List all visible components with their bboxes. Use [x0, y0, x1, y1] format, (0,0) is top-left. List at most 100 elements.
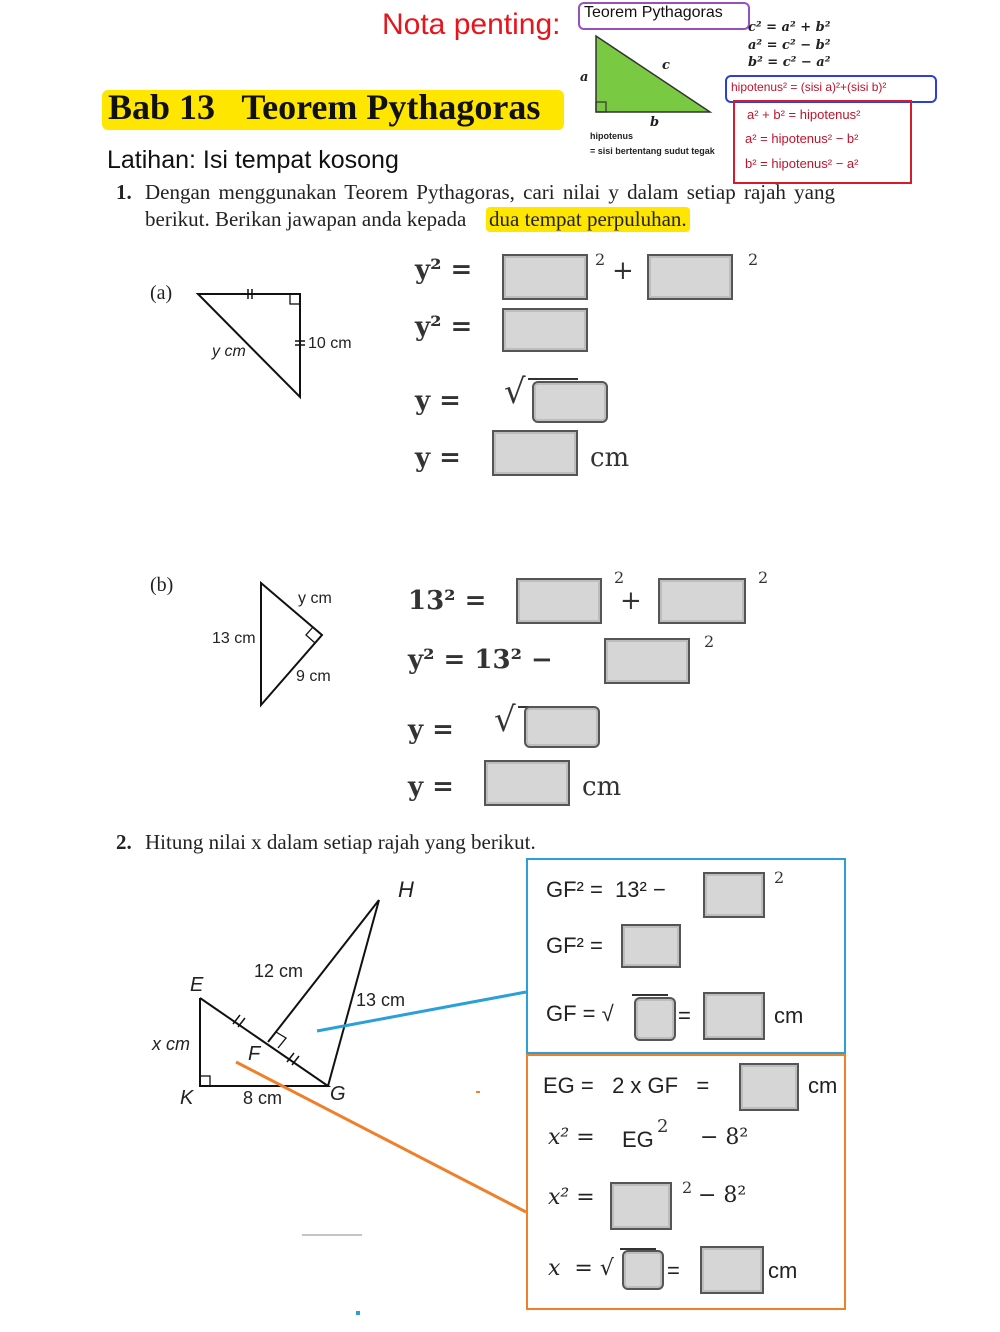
- q2-label-k: K: [180, 1087, 194, 1109]
- part-b-input-4[interactable]: [524, 706, 600, 748]
- part-b-label: (b): [150, 574, 174, 596]
- nota-label: Nota penting:: [382, 8, 561, 41]
- green-triangle-diagram: [595, 34, 713, 113]
- part-b-eq3-lhs: y =: [408, 715, 454, 745]
- part-b-input-1[interactable]: [516, 578, 602, 624]
- red-formula-box: [733, 100, 912, 184]
- part-a-unit: cm: [590, 443, 630, 473]
- triangle-a-diagram: [195, 289, 305, 400]
- q2-blue-eq1: GF² = 13² −: [546, 877, 666, 902]
- part-b-input-3[interactable]: [604, 638, 690, 684]
- q2-orange-input-2[interactable]: [610, 1182, 672, 1230]
- q2-len-hg: 13 cm: [356, 990, 406, 1010]
- part-b-sq-1: 2: [614, 568, 625, 587]
- q2-blue-eq3: GF = √: [546, 1001, 614, 1026]
- notes-title: Teorem Pythagoras: [584, 4, 723, 21]
- q2-orange-eq4-eq: =: [667, 1258, 680, 1283]
- part-a-input-3[interactable]: [502, 308, 588, 352]
- part-b-unit: cm: [582, 772, 622, 802]
- label-a: a: [580, 70, 589, 85]
- part-b-eq2-lhs: y² = 13² −: [408, 645, 553, 675]
- q2-orange-unit-2: cm: [768, 1258, 798, 1283]
- q2-orange-eq2-rhs: − 8²: [700, 1125, 749, 1150]
- q2-orange-eq2-mid: EG: [622, 1127, 654, 1152]
- q1-text-line2: berikut. Berikan jawapan anda kepada: [145, 207, 467, 231]
- q2-orange-input-1[interactable]: [739, 1063, 799, 1111]
- q2-orange-eq4-lhs: x = √: [548, 1256, 614, 1281]
- q2-text: Hitung nilai x dalam setiap rajah yang b…: [145, 830, 536, 854]
- q2-blue-sqrt-bar: [632, 994, 668, 996]
- part-b-sqrt-icon: √: [494, 700, 516, 740]
- part-b-side-13: 13 cm: [212, 630, 256, 647]
- q2-blue-connector: [316, 990, 527, 1033]
- formula-2: a² = c² − b²: [748, 38, 831, 53]
- formula-1: c² = a² + b²: [748, 20, 831, 35]
- red-formula-2: a² = hipotenus² − b²: [745, 131, 859, 146]
- hypotenuse-note-1: hipotenus: [590, 131, 633, 141]
- q2-diagram: [199, 899, 527, 1315]
- part-b-eq4-lhs: y =: [408, 772, 454, 802]
- q2-orange-input-3[interactable]: [622, 1250, 664, 1290]
- part-b-sq-2: 2: [758, 568, 769, 587]
- q2-label-g: G: [330, 1083, 346, 1105]
- q2-number: 2.: [116, 830, 132, 854]
- part-a-eq4-lhs: y =: [415, 443, 461, 473]
- part-a-input-4[interactable]: [532, 381, 608, 423]
- part-a-input-2[interactable]: [647, 254, 733, 300]
- part-a-sq-2: 2: [748, 250, 759, 269]
- part-b-input-5[interactable]: [484, 760, 570, 806]
- q2-orange-eq3-lhs: x² =: [548, 1185, 595, 1210]
- q2-label-h: H: [398, 877, 414, 902]
- part-a-side-y: y cm: [212, 343, 246, 360]
- q2-label-e: E: [190, 974, 204, 996]
- q2-blue-input-1[interactable]: [703, 872, 765, 918]
- q1-number: 1.: [116, 180, 132, 204]
- exercise-title: Latihan: Isi tempat kosong: [107, 146, 399, 174]
- q2-blue-box: [526, 858, 846, 1054]
- q2-blue-eq3-eq: =: [678, 1003, 691, 1028]
- q2-blue-input-2[interactable]: [621, 924, 681, 968]
- q2-orange-eq3-rhs: − 8²: [698, 1183, 747, 1208]
- q2-orange-eq3-sq: 2: [682, 1178, 693, 1197]
- q2-orange-unit-1: cm: [808, 1073, 838, 1098]
- q2-right-angle-f: [275, 1031, 287, 1049]
- part-a-plus: +: [612, 256, 634, 286]
- blue-formula-box: [725, 75, 937, 103]
- chapter-title-text: Bab 13 Teorem Pythagoras: [108, 87, 541, 127]
- q2-blue-input-4[interactable]: [703, 992, 765, 1040]
- q2-blue-sq: 2: [774, 868, 785, 887]
- part-a-sqrt-bar: [528, 378, 578, 380]
- part-a-eq3-lhs: y =: [415, 386, 461, 416]
- hypotenuse-note-2: = sisi bertentang sudut tegak: [590, 146, 715, 156]
- q2-len-kg: 8 cm: [243, 1088, 283, 1108]
- q2-orange-box: [526, 1054, 846, 1310]
- q2-label-f: F: [248, 1043, 261, 1065]
- triangle-b-diagram: [260, 580, 324, 708]
- q2-line-hg: [327, 899, 380, 1087]
- q2-len-eh: 12 cm: [254, 961, 304, 981]
- label-b: b: [650, 115, 660, 130]
- q2-right-angle-k: [199, 1075, 211, 1087]
- part-b-sq-3: 2: [704, 632, 715, 651]
- q2-blue-unit: cm: [774, 1003, 804, 1028]
- part-a-side-10: 10 cm: [308, 335, 352, 352]
- q2-blue-input-3[interactable]: [634, 997, 676, 1041]
- q2-orange-eq2-lhs: x² =: [548, 1125, 595, 1150]
- part-b-plus: +: [620, 586, 642, 616]
- part-b-input-2[interactable]: [658, 578, 746, 624]
- q2-orange-input-4[interactable]: [700, 1246, 764, 1294]
- formula-3: b² = c² − a²: [748, 55, 831, 70]
- part-a-sqrt-icon: √: [504, 372, 526, 412]
- part-b-side-y: y cm: [298, 590, 332, 607]
- q2-orange-sqrt-bar: [620, 1248, 656, 1250]
- part-a-input-1[interactable]: [502, 254, 588, 300]
- part-a-label: (a): [150, 282, 173, 304]
- q2-orange-connector: [235, 1060, 527, 1214]
- q2-len-ek: x cm: [152, 1034, 190, 1054]
- red-formula-3: b² = hipotenus² − a²: [745, 156, 859, 171]
- q1-highlight: dua tempat perpuluhan.: [486, 207, 690, 232]
- label-c: c: [662, 58, 670, 73]
- blue-formula: hipotenus² = (sisi a)²+(sisi b)²: [731, 80, 887, 94]
- part-a-input-5[interactable]: [492, 430, 578, 476]
- part-a-eq2-lhs: y² =: [415, 312, 473, 342]
